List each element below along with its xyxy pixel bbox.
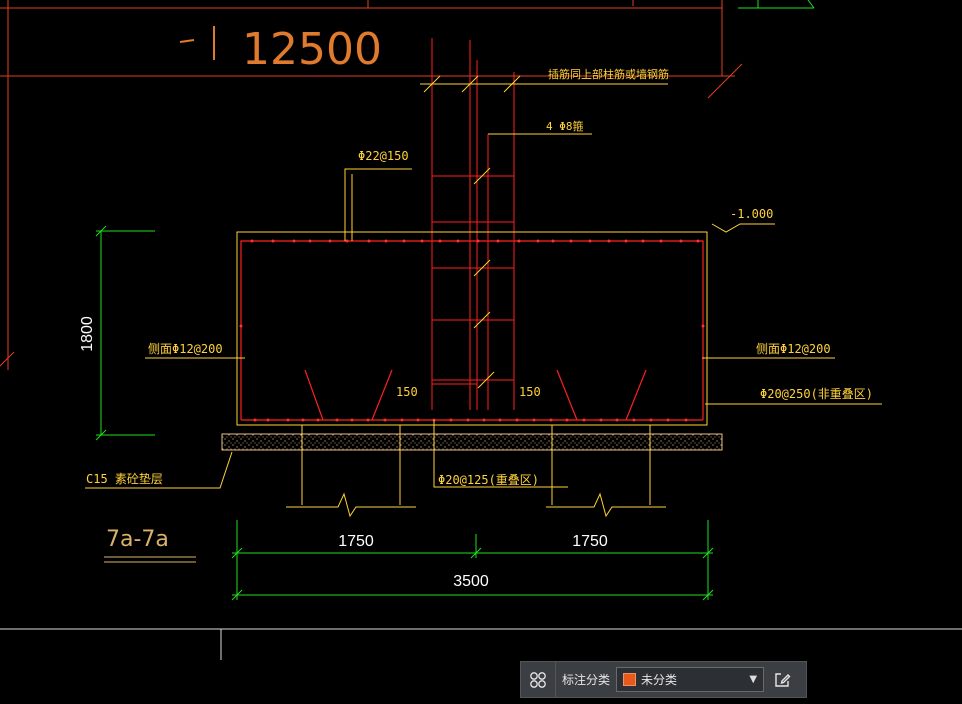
pile-left xyxy=(286,424,416,518)
elevation-big-label: 12500 xyxy=(179,24,382,75)
side-bar-right: 侧面Φ12@200 xyxy=(756,342,831,356)
dim-total-label: 3500 xyxy=(453,573,489,590)
note-top: 插筋同上部柱筋或墙钢筋 xyxy=(548,67,669,81)
top-rebar-dots xyxy=(239,239,705,328)
footing-outline xyxy=(236,231,708,426)
height-dimension xyxy=(95,225,155,441)
bottom-bar-right: Φ20@250(非重叠区) xyxy=(760,387,873,401)
annotation-category-label: 标注分类 xyxy=(562,673,611,687)
dim-right-label: 1750 xyxy=(572,533,608,550)
svg-text:12500: 12500 xyxy=(242,24,382,75)
annotation-category-value: 未分类 xyxy=(641,673,678,687)
annotation-category-toolbar: 标注分类 未分类 ▼ xyxy=(520,661,807,698)
hook-left: 150 xyxy=(396,385,418,399)
viewport-border xyxy=(0,628,962,660)
category-color-swatch xyxy=(623,673,637,686)
chevron-down-icon: ▼ xyxy=(749,674,758,685)
elevation-mark: -1.000 xyxy=(730,207,773,221)
leader-lines xyxy=(85,83,882,489)
grid-icon[interactable] xyxy=(521,662,556,697)
pile-right xyxy=(546,424,666,518)
section-title: 7a-7a xyxy=(106,527,169,552)
edit-icon[interactable] xyxy=(764,662,800,697)
bottom-bar-mid: Φ20@125(重叠区) xyxy=(438,473,539,487)
section-title-underline xyxy=(104,556,196,563)
column-bars xyxy=(431,38,515,410)
dim-left-label: 1750 xyxy=(338,533,374,550)
note-stirrup: 4 Φ8箍 xyxy=(546,119,584,133)
top-right-green-mark xyxy=(738,0,815,9)
cushion-note: C15 素砼垫层 xyxy=(86,471,163,486)
annotation-category-select[interactable]: 未分类 ▼ xyxy=(616,667,765,692)
width-dimensions xyxy=(231,520,714,601)
cushion-layer xyxy=(221,433,723,451)
note-top-bar: Φ22@150 xyxy=(358,149,409,163)
side-bar-left: 侧面Φ12@200 xyxy=(148,342,223,356)
bottom-rebar-dots xyxy=(253,418,688,422)
hook-right: 150 xyxy=(519,385,541,399)
height-dim-label: 1800 xyxy=(79,316,96,352)
top-frame xyxy=(0,0,743,370)
